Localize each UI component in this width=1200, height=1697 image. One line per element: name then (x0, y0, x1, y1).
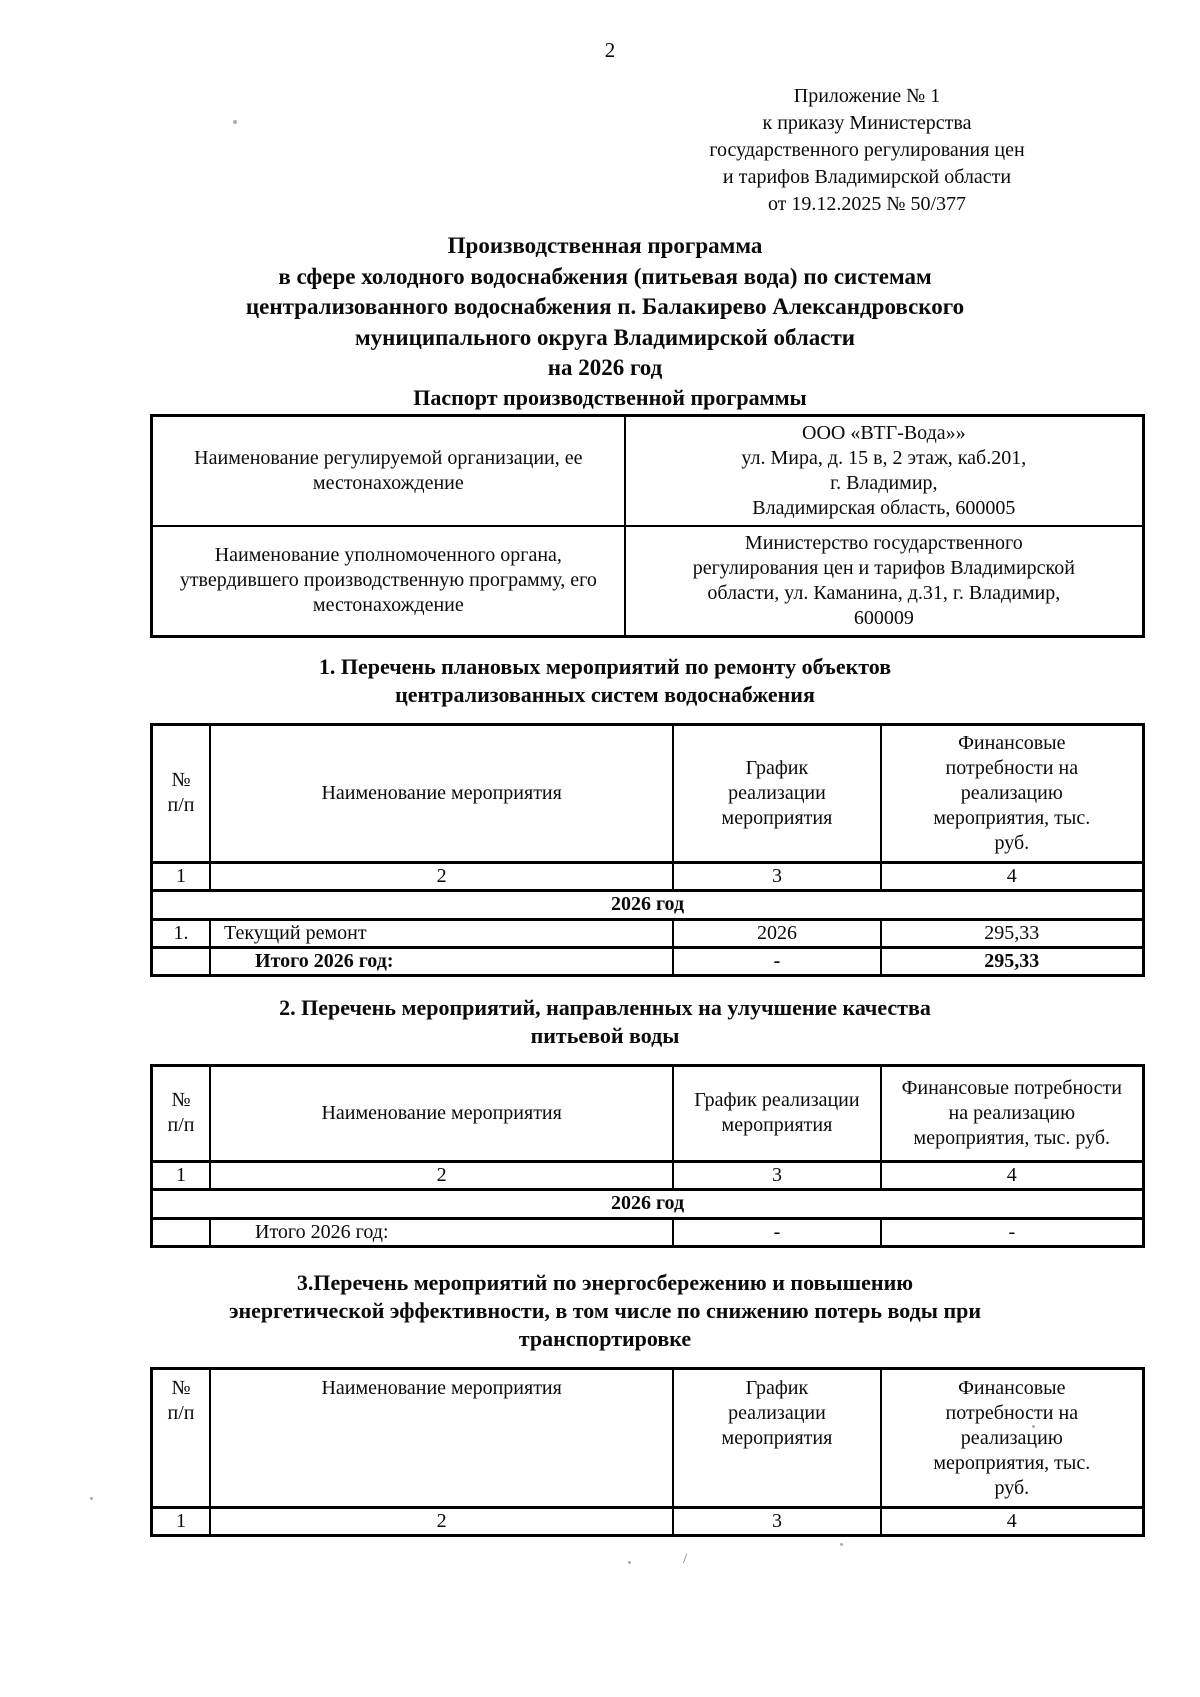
passport-value-line: г. Владимир, (830, 471, 938, 494)
passport-value-line: ул. Мира, д. 15 в, 2 этаж, каб.201, (741, 446, 1027, 469)
section3-heading: 3.Перечень мероприятий по энергосбережен… (140, 1269, 1070, 1353)
header-cell-finance: Финансовые потребности на реализацию мер… (879, 723, 1145, 863)
column-number: 4 (879, 1505, 1145, 1537)
passport-row-label: Наименование регулируемой организации, е… (150, 414, 626, 527)
header-cell-num: № п/п (150, 723, 212, 863)
passport-value-line: ООО «ВТГ-Вода»» (802, 421, 966, 444)
year-group-row: 2026 год (150, 1188, 1145, 1220)
appendix-header-line: к приказу Министерства (762, 112, 972, 134)
column-number: 1 (150, 1159, 212, 1191)
total-schedule: - (672, 945, 882, 976)
section1-heading: 1. Перечень плановых мероприятий по ремо… (140, 653, 1070, 709)
header-cell-name: Наименование мероприятия (209, 723, 675, 863)
total-label: Итого 2026 год: (209, 945, 675, 976)
header-cell-name: Наименование мероприятия (209, 1367, 675, 1508)
passport-value-line: области, ул. Каманина, д.31, г. Владимир… (707, 581, 1061, 604)
measure-cost: 295,33 (879, 918, 1145, 948)
header-cell-schedule: График реализации мероприятия (672, 723, 882, 863)
passport-value-line: 600009 (853, 606, 914, 629)
column-number: 3 (672, 1159, 882, 1191)
column-number: 2 (209, 860, 675, 892)
section2-heading-line: 2. Перечень мероприятий, направленных на… (279, 994, 931, 1020)
appendix-header-line: государственного регулирования цен (709, 139, 1025, 161)
scan-noise-slash: / (683, 1551, 688, 1567)
document-title-line: Производственная программа (447, 233, 763, 258)
column-number: 3 (672, 1505, 882, 1537)
passport-value-line: Владимирская область, 600005 (752, 496, 1016, 519)
header-cell-finance: Финансовые потребности на реализацию мер… (879, 1064, 1145, 1162)
section1-heading-line: централизованных систем водоснабжения (395, 681, 815, 707)
appendix-header-line: от 19.12.2025 № 50/377 (767, 193, 967, 215)
year-group-label: 2026 год (150, 1188, 1145, 1220)
energy-saving-table: № п/п Наименование мероприятия График ре… (150, 1366, 1145, 1537)
passport-heading: Паспорт производственной программы (413, 384, 807, 410)
passport-value-line: Министерство государственного (744, 531, 1023, 554)
table-header-row: № п/п Наименование мероприятия График ре… (150, 1064, 1145, 1162)
passport-row-label: Наименование уполномоченного органа, утв… (150, 524, 626, 637)
document-title-line: на 2026 год (547, 355, 663, 380)
column-number: 4 (879, 1159, 1145, 1191)
repairs-table: № п/п Наименование мероприятия График ре… (150, 722, 1145, 977)
column-number: 1 (150, 860, 212, 892)
total-row: Итого 2026 год: - - (150, 1216, 1145, 1247)
header-cell-finance: Финансовые потребности на реализацию мер… (879, 1367, 1145, 1508)
page-number: 2 (604, 38, 616, 62)
header-cell-num: № п/п (150, 1064, 212, 1162)
passport-row: Наименование регулируемой организации, е… (150, 414, 1145, 527)
total-row-empty (150, 1216, 212, 1247)
appendix-header: Приложение № 1 к приказу Министерства го… (637, 83, 1097, 218)
total-label: Итого 2026 год: (209, 1216, 675, 1247)
scan-noise-dot (90, 1497, 93, 1500)
column-number-row: 1 2 3 4 (150, 1159, 1145, 1191)
column-number: 1 (150, 1505, 212, 1537)
passport-row: Наименование уполномоченного органа, утв… (150, 524, 1145, 637)
passport-row-value: ООО «ВТГ-Вода»» ул. Мира, д. 15 в, 2 эта… (623, 414, 1145, 527)
scan-noise-dot (840, 1543, 843, 1546)
column-number: 3 (672, 860, 882, 892)
measure-schedule: 2026 (672, 918, 882, 948)
header-cell-schedule: График реализации мероприятия (672, 1367, 882, 1508)
header-cell-num: № п/п (150, 1367, 212, 1508)
column-number-row: 1 2 3 4 (150, 1505, 1145, 1537)
passport-row-value: Министерство государственного регулирова… (623, 524, 1145, 637)
total-row: Итого 2026 год: - 295,33 (150, 945, 1145, 976)
total-schedule: - (672, 1216, 882, 1247)
column-number: 2 (209, 1505, 675, 1537)
column-number: 4 (879, 860, 1145, 892)
scan-noise-dot (233, 120, 237, 124)
total-cost: 295,33 (879, 945, 1145, 976)
water-quality-table: № п/п Наименование мероприятия График ре… (150, 1063, 1145, 1248)
section3-heading-line: 3.Перечень мероприятий по энергосбережен… (296, 1269, 914, 1295)
document-title: Производственная программа в сфере холод… (140, 231, 1070, 384)
measure-name: Текущий ремонт (209, 918, 675, 948)
column-number-row: 1 2 3 4 (150, 860, 1145, 892)
section3-heading-line: энергетической эффективности, в том числ… (228, 1297, 982, 1323)
column-number: 2 (209, 1159, 675, 1191)
header-cell-schedule: График реализации мероприятия (672, 1064, 882, 1162)
section1-heading-line: 1. Перечень плановых мероприятий по ремо… (318, 653, 892, 679)
document-title-line: в сфере холодного водоснабжения (питьева… (278, 263, 932, 289)
row-number: 1. (150, 918, 212, 948)
section2-heading-line: питьевой воды (530, 1022, 680, 1048)
document-title-line: муниципального округа Владимирской облас… (354, 324, 856, 350)
scan-noise-dot (628, 1561, 631, 1564)
scan-noise-dot (1032, 1425, 1035, 1428)
appendix-header-line: Приложение № 1 (793, 85, 941, 107)
document-title-line: централизованного водоснабжения п. Балак… (245, 294, 965, 319)
section3-heading-line: транспортировке (518, 1325, 692, 1351)
total-row-empty (150, 945, 212, 976)
header-cell-name: Наименование мероприятия (209, 1064, 675, 1162)
passport-value-line: регулирования цен и тарифов Владимирской (692, 556, 1075, 579)
table-row: 1. Текущий ремонт 2026 295,33 (150, 918, 1145, 948)
total-cost: - (879, 1216, 1145, 1247)
year-group-row: 2026 год (150, 889, 1145, 921)
appendix-header-line: и тарифов Владимирской области (722, 166, 1012, 188)
section2-heading: 2. Перечень мероприятий, направленных на… (140, 994, 1070, 1050)
table-header-row: № п/п Наименование мероприятия График ре… (150, 1367, 1145, 1508)
year-group-label: 2026 год (150, 889, 1145, 921)
passport-table: Наименование регулируемой организации, е… (150, 413, 1145, 638)
table-header-row: № п/п Наименование мероприятия График ре… (150, 723, 1145, 863)
